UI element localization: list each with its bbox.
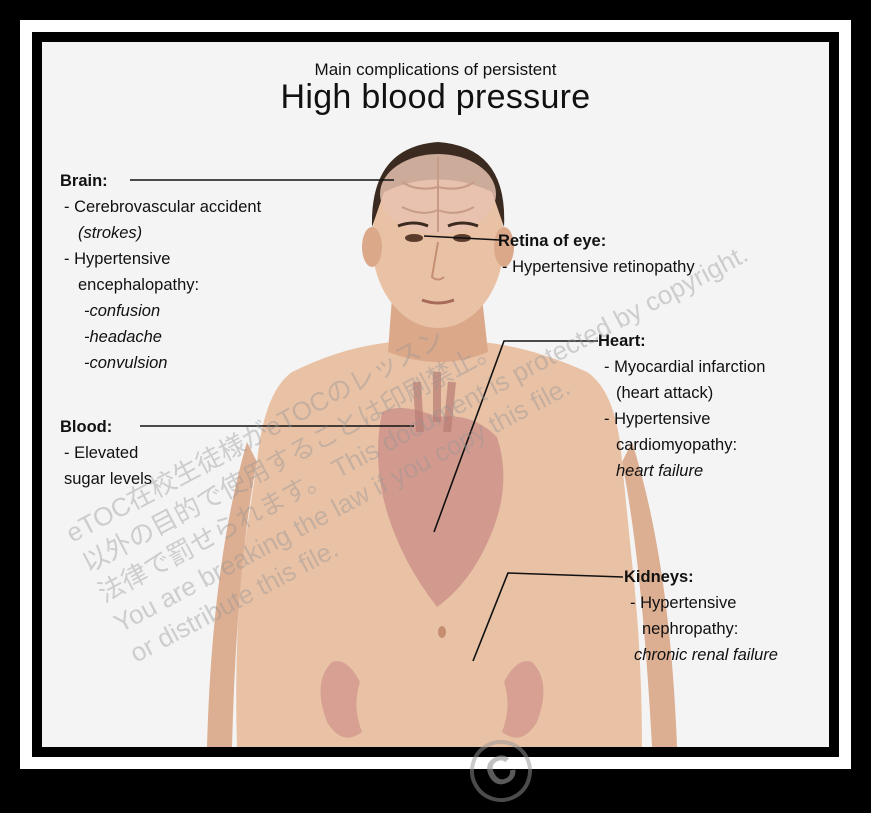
left-eye-shape — [405, 234, 423, 242]
heart-heading: Heart: — [598, 328, 765, 354]
kidneys-heading: Kidneys: — [624, 564, 778, 590]
diagram-panel: Main complications of persistent High bl… — [42, 42, 829, 747]
heart-line-1: - Myocardial infarction — [598, 354, 765, 380]
heart-line-3: - Hypertensive — [598, 406, 765, 432]
blood-line-1: - Elevated — [60, 440, 152, 466]
blood-line-2: sugar levels — [60, 466, 152, 492]
left-ear-shape — [362, 227, 382, 267]
brain-line-4: encephalopathy: — [64, 272, 261, 298]
brain-line-6: -headache — [64, 324, 261, 350]
heart-line-5: heart failure — [598, 458, 765, 484]
brain-heading: Brain: — [60, 168, 108, 194]
retina-heading: Retina of eye: — [498, 228, 695, 254]
heart-line-2: (heart attack) — [598, 380, 765, 406]
blood-heading: Blood: — [60, 414, 152, 440]
kidneys-line-3: chronic renal failure — [624, 642, 778, 668]
kidneys-line-1: - Hypertensive — [624, 590, 778, 616]
brain-line-1: - Cerebrovascular accident — [64, 194, 261, 220]
kidneys-label-group: Kidneys: - Hypertensive nephropathy: chr… — [624, 564, 778, 668]
retina-line-1: - Hypertensive retinopathy — [498, 254, 695, 280]
brain-line-3: - Hypertensive — [64, 246, 261, 272]
brain-line-7: -convulsion — [64, 350, 261, 376]
blood-label-group: Blood: - Elevated sugar levels — [60, 414, 152, 492]
retina-label-group: Retina of eye: - Hypertensive retinopath… — [498, 228, 695, 280]
brain-line-2: (strokes) — [64, 220, 261, 246]
heart-label-group: Heart: - Myocardial infarction (heart at… — [598, 328, 765, 484]
brain-line-5: -confusion — [64, 298, 261, 324]
brain-details: - Cerebrovascular accident (strokes) - H… — [64, 194, 261, 376]
navel-shape — [438, 626, 446, 638]
brain-label-group: Brain: — [60, 168, 108, 194]
kidneys-line-2: nephropathy: — [624, 616, 778, 642]
heart-line-4: cardiomyopathy: — [598, 432, 765, 458]
